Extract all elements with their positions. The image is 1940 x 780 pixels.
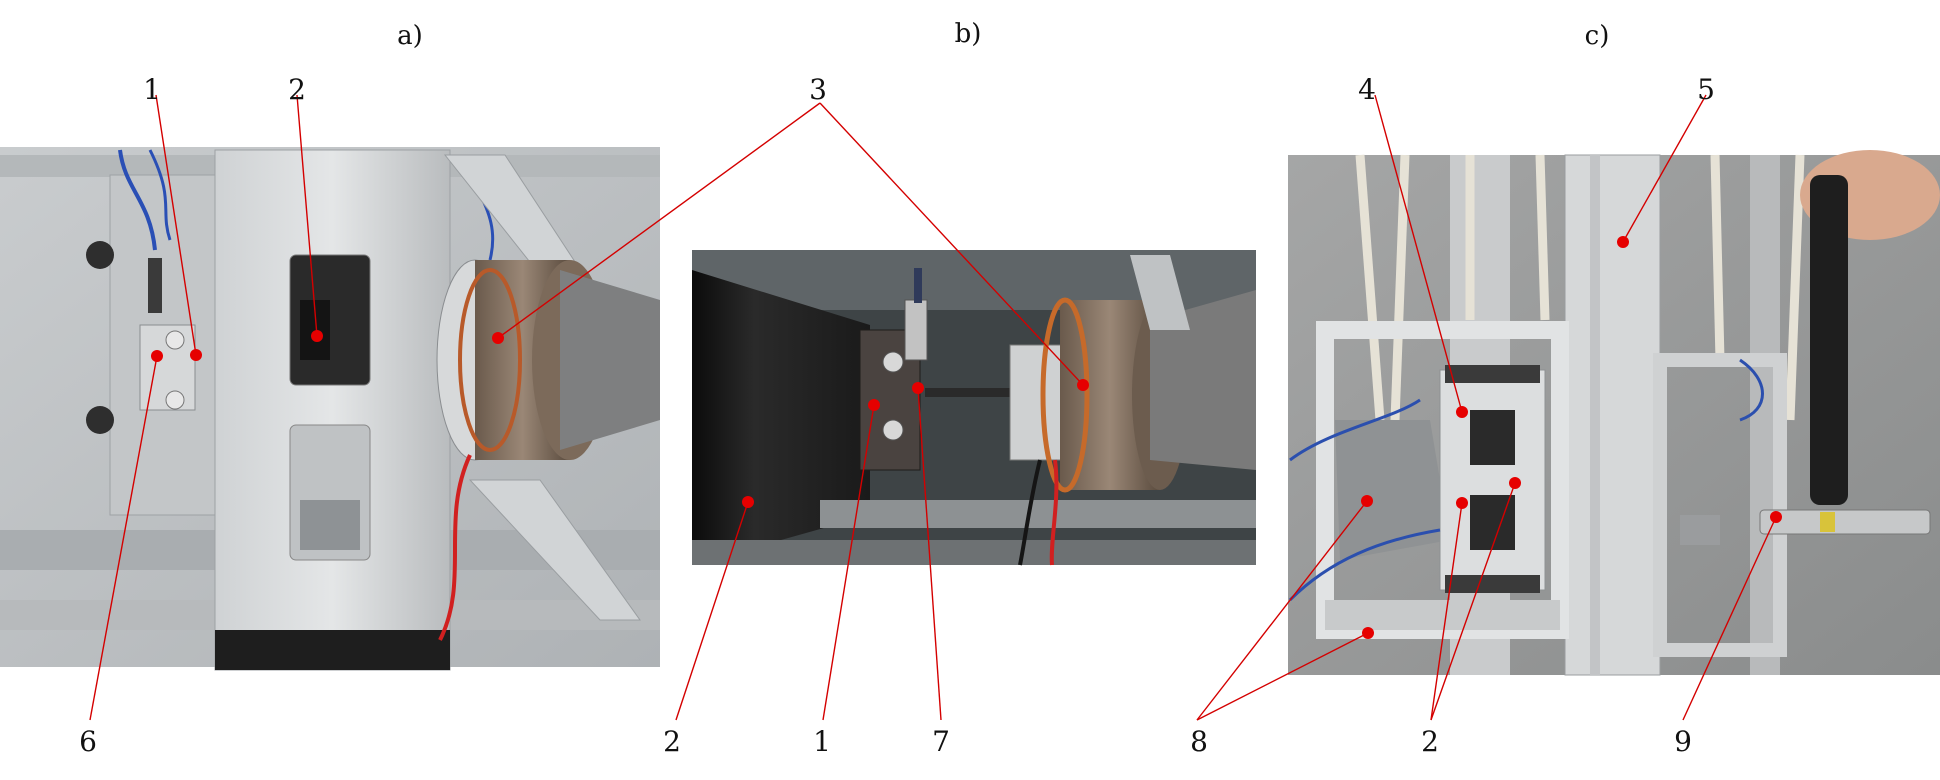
marker-a-2 — [311, 330, 323, 342]
panel-b-photo — [692, 250, 1256, 566]
marker-b-1 — [868, 399, 880, 411]
marker-c-2b — [1509, 477, 1521, 489]
callout-a-2: 2 — [288, 73, 306, 106]
panel-c-label: c) — [1585, 21, 1610, 51]
marker-b-2 — [742, 496, 754, 508]
marker-c-2a — [1456, 497, 1468, 509]
callout-c-9: 9 — [1674, 725, 1692, 758]
marker-a-3 — [492, 332, 504, 344]
callout-c-8: 8 — [1190, 725, 1208, 758]
callout-c-5: 5 — [1697, 73, 1715, 106]
marker-a-6 — [151, 350, 163, 362]
panel-b-label: b) — [955, 19, 982, 49]
callout-b-2: 2 — [663, 725, 681, 758]
callout-b-7: 7 — [932, 725, 950, 758]
marker-c-9 — [1770, 511, 1782, 523]
markers — [151, 236, 1782, 639]
callout-c-4: 4 — [1358, 73, 1376, 106]
panel-a-photo — [0, 147, 660, 671]
callout-a-1: 1 — [143, 73, 161, 106]
leader-lines — [89, 94, 1777, 721]
callout-a-6: 6 — [79, 725, 97, 758]
marker-c-8b — [1362, 627, 1374, 639]
callout-a-3: 3 — [809, 73, 827, 106]
marker-b-3 — [1077, 379, 1089, 391]
marker-c-8a — [1361, 495, 1373, 507]
callout-c-2: 2 — [1421, 725, 1439, 758]
marker-c-5 — [1617, 236, 1629, 248]
panel-c-photo — [1288, 150, 1940, 676]
marker-b-7 — [912, 382, 924, 394]
callout-b-1: 1 — [813, 725, 831, 758]
panel-a-label: a) — [397, 21, 423, 51]
marker-a-1 — [190, 349, 202, 361]
marker-c-4 — [1456, 406, 1468, 418]
